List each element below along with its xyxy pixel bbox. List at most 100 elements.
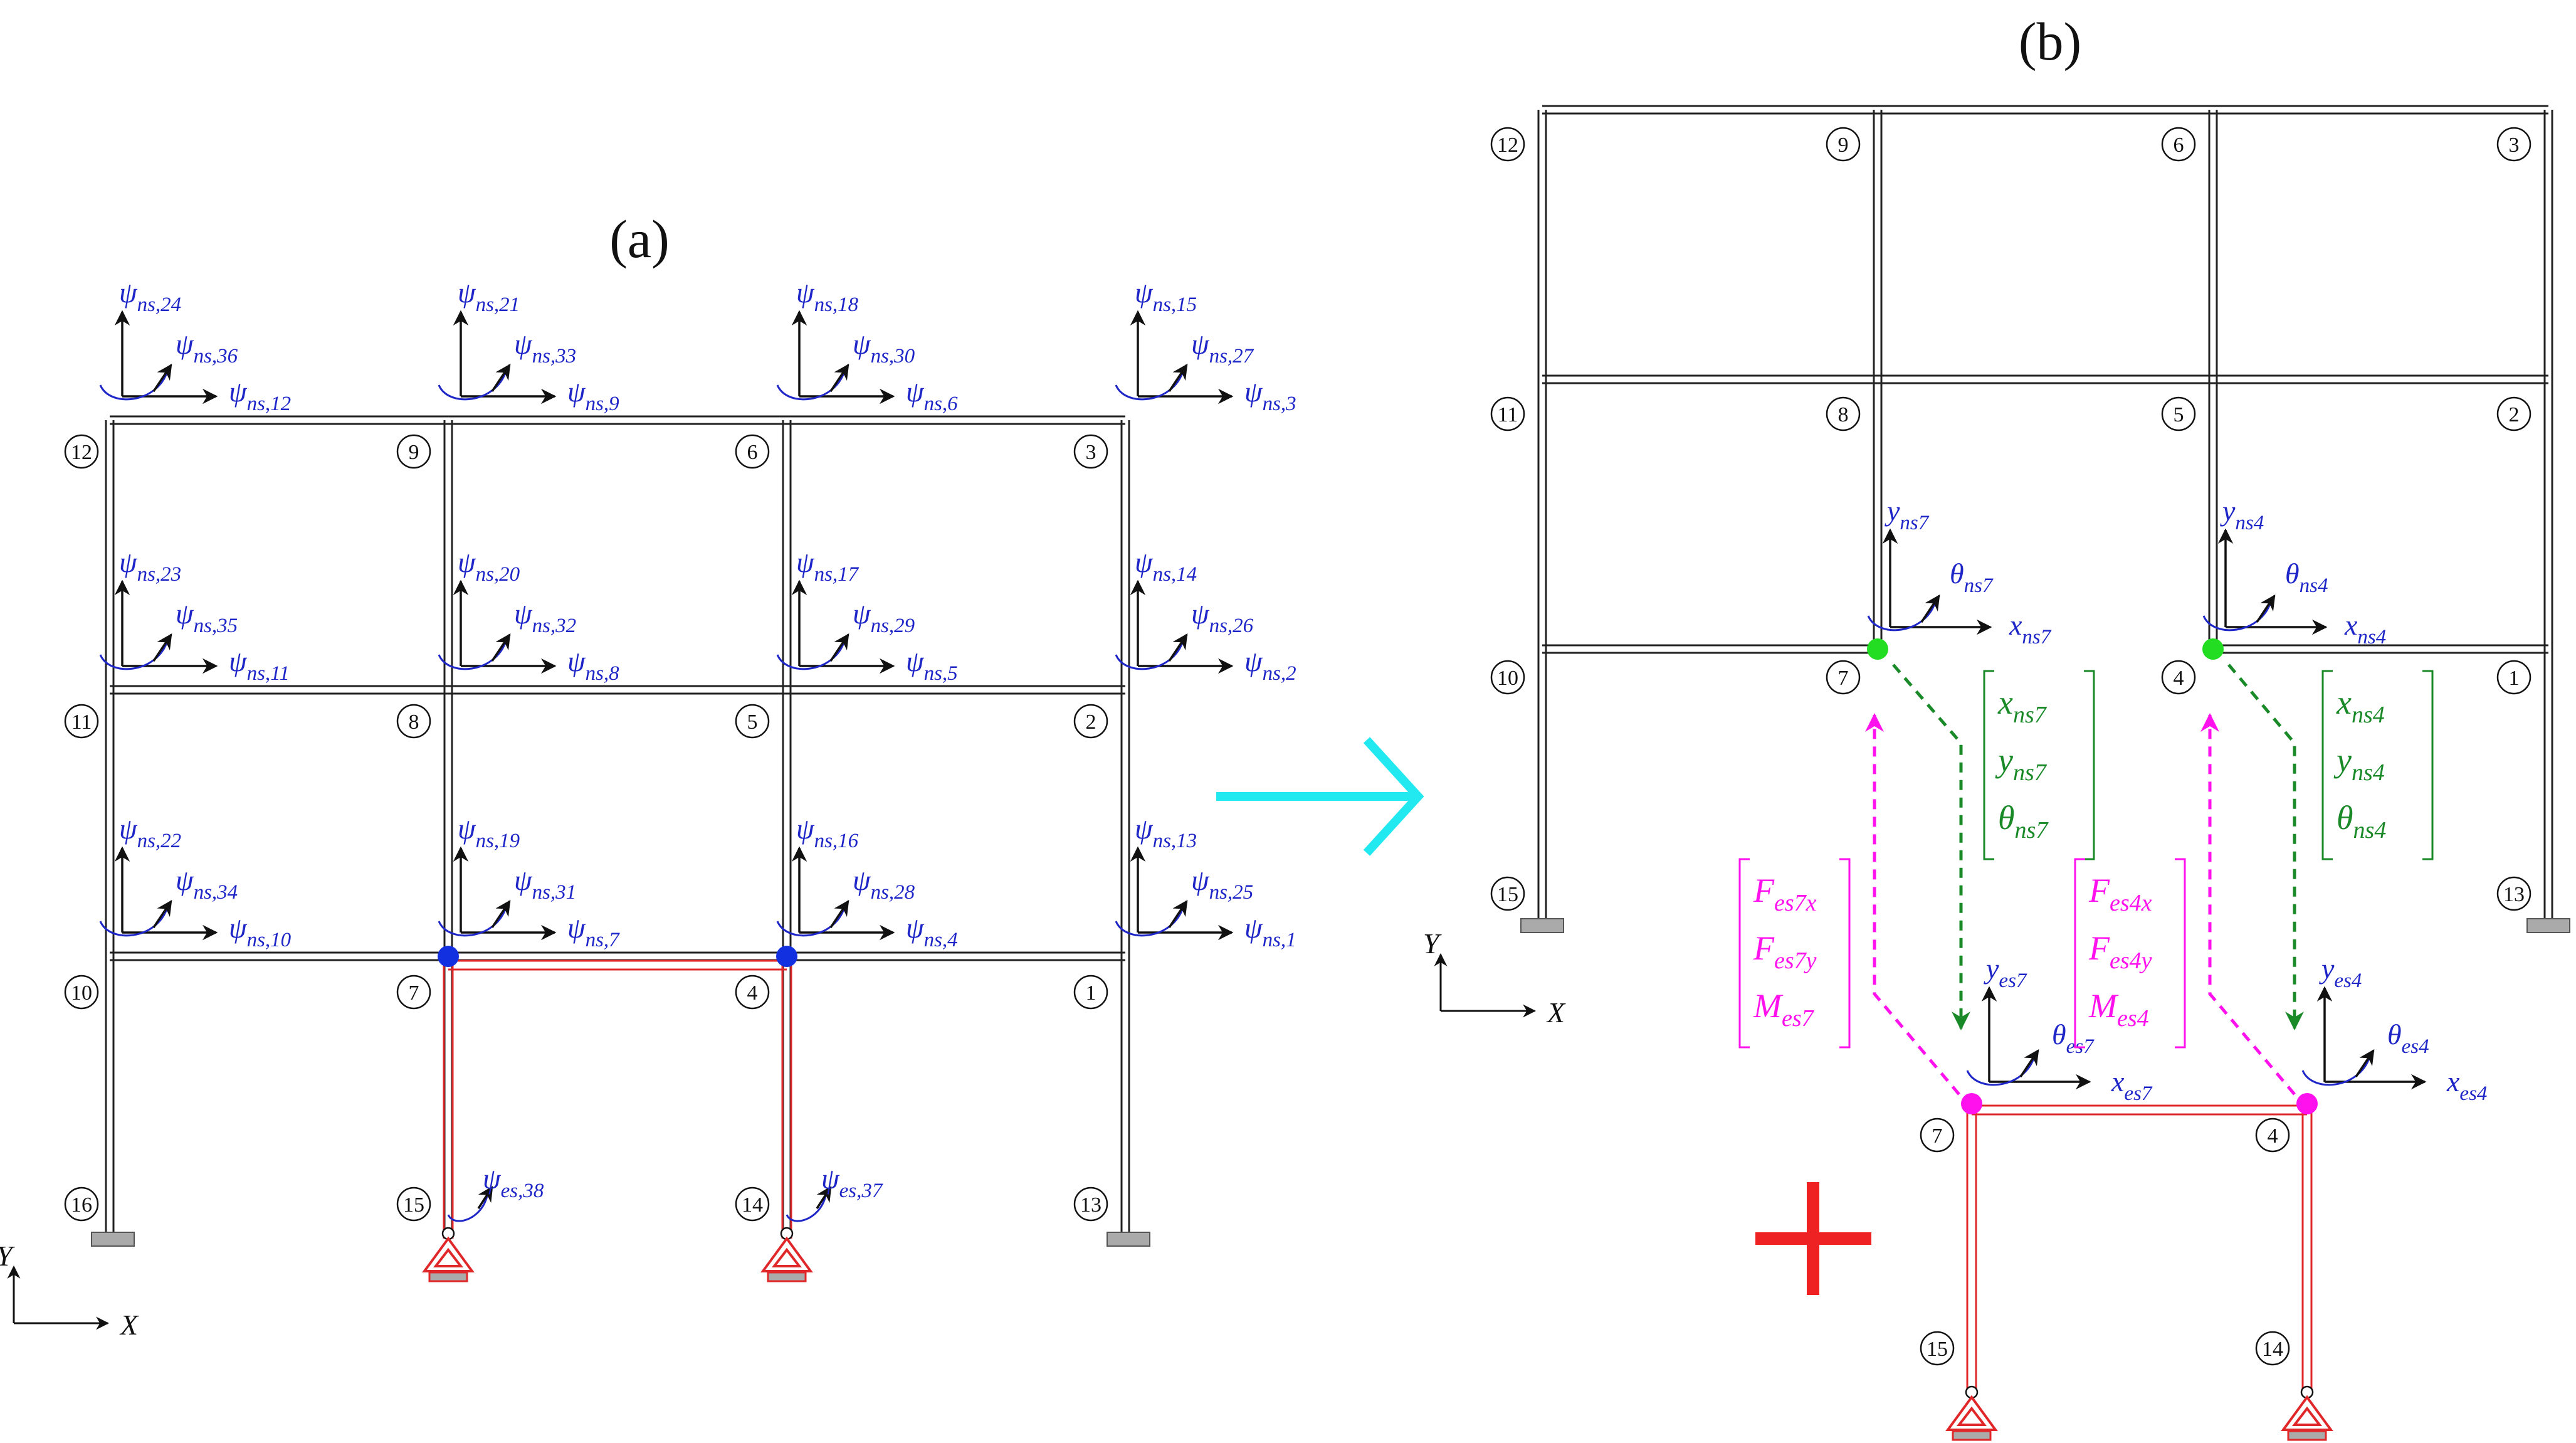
vector-entry: θns4	[2337, 799, 2386, 843]
panel-label-b: (b)	[2019, 11, 2081, 71]
dof-label: ψns,11	[229, 645, 290, 685]
dof-label: θns4	[2285, 558, 2328, 597]
interface-node-dot	[776, 946, 797, 967]
frame-b-column	[2543, 110, 2553, 922]
node-label: 13	[2496, 876, 2531, 911]
dof-label: ψns,35	[176, 598, 238, 637]
node-label: 10	[1490, 660, 1525, 695]
right-arrow-icon	[1216, 737, 1424, 856]
svg-text:2: 2	[2509, 403, 2520, 426]
dof-arrows-icon	[2301, 986, 2427, 1090]
dof-label: ψns,30	[853, 328, 915, 367]
dof-label: ψes,37	[821, 1163, 883, 1202]
svg-text:11: 11	[71, 711, 92, 734]
pin-support-icon	[2281, 1385, 2333, 1441]
svg-text:5: 5	[2174, 403, 2184, 426]
svg-text:2: 2	[1086, 711, 1096, 734]
dof-label: ψns,7	[567, 912, 620, 951]
node-label: 1	[2496, 660, 2531, 695]
node-label: 2	[1073, 704, 1108, 739]
node-label: 7	[1920, 1118, 1955, 1153]
dof-label: ψns,29	[853, 598, 915, 637]
rotation-arrow-icon	[786, 1185, 832, 1222]
plus-icon	[1755, 1182, 1871, 1295]
vector-entry: Fes4y	[2088, 929, 2152, 974]
node-label: 3	[2496, 127, 2531, 162]
dof-label: ψns,2	[1244, 645, 1296, 685]
dof-label: θes7	[2052, 1018, 2095, 1058]
dof-label: ψns,3	[1244, 376, 1296, 415]
dof-label: ψns,20	[458, 546, 520, 586]
frame-a-column	[105, 420, 115, 1239]
node-label: 14	[735, 1187, 770, 1222]
node-label: 8	[396, 704, 431, 739]
frame-b-column	[1873, 110, 1883, 649]
vector-entry: Mes7	[1753, 987, 1815, 1032]
dof-arrows-icon	[99, 846, 218, 941]
axes-icon	[1434, 953, 1537, 1018]
sub-b-column	[1966, 1104, 1977, 1395]
dof-arrows-icon	[1867, 528, 1992, 635]
dof-label: ψns,19	[458, 813, 520, 852]
vector-entry: Mes4	[2088, 987, 2149, 1032]
dof-label: ψns,32	[514, 598, 576, 637]
dof-label: ψes,38	[483, 1163, 544, 1202]
dof-arrows-icon	[776, 579, 895, 674]
dof-arrows-icon	[2202, 528, 2328, 635]
fixed-support-icon	[1520, 918, 1564, 933]
dof-label: ψns,17	[796, 546, 860, 586]
dof-arrows-icon	[1115, 846, 1234, 941]
text-layer: ψns,24ψns,36ψns,12ψns,21ψns,33ψns,9ψns,1…	[0, 11, 2487, 1341]
dof-arrows-icon	[438, 579, 557, 674]
dof-label: yns4	[2220, 495, 2264, 534]
frame-b-column	[1537, 110, 1547, 922]
dof-arrows-icon	[1966, 986, 2091, 1090]
vector-entry: yns4	[2333, 741, 2385, 786]
node-label: 16	[64, 1187, 99, 1222]
frame-b-beam	[1542, 105, 2548, 115]
dof-label: yes4	[2319, 953, 2362, 992]
frame-a-beam	[110, 951, 1125, 961]
node-label: 7	[396, 975, 431, 1010]
frame-a-sub-column	[443, 956, 454, 1239]
magenta-dashed-arrow	[1865, 713, 1960, 1096]
svg-text:14: 14	[2262, 1338, 2283, 1361]
dof-arrows-icon	[99, 310, 218, 404]
svg-text:14: 14	[742, 1193, 763, 1217]
interface-node-dot	[438, 946, 459, 967]
axis-x-label: X	[1546, 996, 1566, 1028]
vector-entry: θns7	[1998, 799, 2049, 843]
dof-label: ψns,15	[1135, 277, 1197, 316]
frame-a-column	[1120, 420, 1130, 1239]
dof-label: θns7	[1950, 558, 1994, 597]
frame-a-column	[782, 420, 792, 1239]
dof-label: ψns,36	[176, 328, 238, 367]
fixed-support-icon	[2526, 918, 2570, 933]
axis-y-label: Y	[1423, 928, 1442, 959]
dof-label: ψns,18	[796, 277, 859, 316]
dof-arrows-icon	[776, 846, 895, 941]
node-label: 6	[735, 434, 770, 469]
dof-label: ψns,26	[1191, 598, 1254, 637]
svg-text:13: 13	[1080, 1193, 1101, 1217]
dof-label: xes7	[2111, 1065, 2153, 1105]
node-label: 5	[735, 704, 770, 739]
frame-b-beam	[1542, 644, 1878, 654]
node-label: 3	[1073, 434, 1108, 469]
svg-text:4: 4	[2174, 667, 2184, 690]
pin-support-icon	[1945, 1385, 1998, 1441]
dof-label: θes4	[2387, 1018, 2429, 1058]
fixed-support-icon	[1107, 1232, 1150, 1247]
sub-b-beam	[1972, 1104, 2307, 1116]
dof-arrows-icon	[99, 579, 218, 674]
dof-label: ψns,5	[906, 645, 958, 685]
dof-label: ψns,22	[119, 813, 181, 852]
interface-node-dot	[1961, 1093, 1982, 1114]
node-label: 10	[64, 975, 99, 1010]
dof-arrows-icon	[1115, 310, 1234, 404]
dof-label: ψns,28	[853, 864, 915, 904]
interface-node-dot	[2202, 638, 2224, 660]
dof-label: xes4	[2446, 1065, 2487, 1105]
magenta-dashed-arrow	[2200, 713, 2296, 1096]
